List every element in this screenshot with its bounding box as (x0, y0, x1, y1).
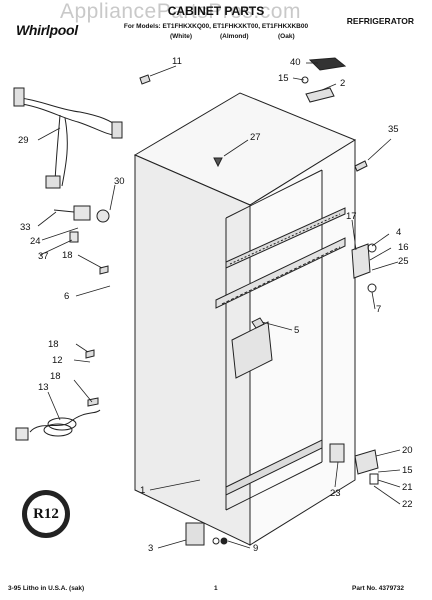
callout-15: 15 (278, 73, 289, 84)
leader-lines (37, 62, 401, 549)
page-title: CABINET PARTS (167, 4, 265, 18)
callout-35: 35 (388, 124, 399, 135)
callout-27: 27 (250, 132, 261, 143)
callout-12: 12 (52, 355, 63, 366)
callout-3: 3 (148, 543, 154, 554)
callout-40: 40 (290, 57, 301, 68)
footer-page-number: 1 (214, 585, 218, 592)
footer-litho: 3-95 Litho in U.S.A. (sak) (8, 585, 85, 592)
callout-6: 6 (64, 291, 70, 302)
category-label: REFRIGERATOR (346, 16, 414, 26)
callout-20: 20 (402, 445, 413, 456)
callout-18-low: 18 (50, 371, 61, 382)
models-line: For Models: ET1FHKXKQ00, ET1FHKXKT00, ET… (123, 23, 309, 30)
bottom-hinge-assembly (329, 443, 379, 485)
power-cord-assembly (15, 409, 101, 441)
callout-7: 7 (376, 304, 382, 315)
color-label-oak: (Oak) (278, 33, 295, 40)
callout-30: 30 (114, 176, 125, 187)
callout-1: 1 (140, 485, 146, 496)
watermark: AppliancePartsPros.com (60, 0, 301, 23)
callout-15-low: 15 (402, 465, 413, 476)
hinge-rail (225, 207, 346, 269)
callout-25: 25 (398, 256, 409, 267)
callout-11: 11 (172, 56, 182, 67)
brand-logo: Whirlpool (16, 22, 78, 38)
callout-23: 23 (330, 488, 341, 499)
callout-5: 5 (294, 325, 300, 336)
callout-18-top: 18 (62, 250, 73, 261)
callout-24: 24 (30, 236, 41, 247)
defrost-timer-assembly (53, 205, 110, 243)
callout-16: 16 (398, 242, 409, 253)
callout-17: 17 (346, 211, 357, 222)
r12-logo-text: R12 (33, 505, 59, 522)
color-label-almond: (Almond) (220, 33, 249, 40)
divider-mullion (215, 237, 346, 309)
r12-logo: R12 (22, 490, 70, 538)
callout-22: 22 (402, 499, 413, 510)
roller-assembly (185, 522, 228, 546)
callout-9: 9 (253, 543, 259, 554)
callout-13: 13 (38, 382, 49, 393)
callout-4: 4 (396, 227, 402, 238)
callout-21: 21 (402, 482, 413, 493)
callout-29: 29 (18, 135, 29, 146)
callout-33: 33 (20, 222, 31, 233)
callout-37: 37 (38, 251, 49, 262)
callout-2: 2 (340, 78, 346, 89)
footer-part-number: Part No. 4379732 (352, 585, 405, 592)
top-hinge-assembly (301, 57, 347, 103)
bottom-rail (225, 439, 323, 496)
wire-harness (13, 87, 123, 189)
callout-18-mid: 18 (48, 339, 59, 350)
center-hinge-assembly (351, 243, 377, 293)
color-label-white: (White) (170, 33, 193, 40)
